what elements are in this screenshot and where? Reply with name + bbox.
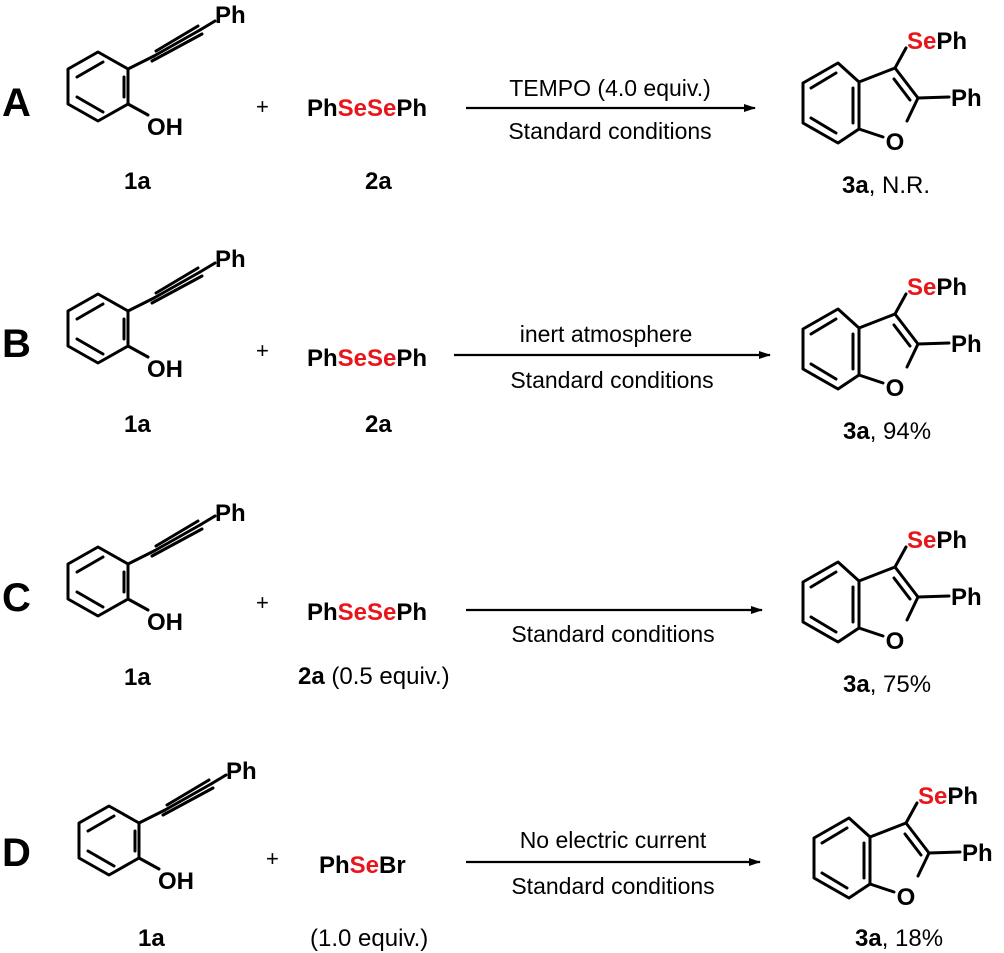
hydroxyl-label: OH [147,609,183,636]
selanyl-group: SePh [918,783,978,810]
panel-label: B [2,322,31,366]
phenyl-label: Ph [951,584,982,611]
phenyl-label: Ph [226,758,257,785]
product-result: 3a, 18% [855,925,943,952]
product-result: 3a, N.R. [842,172,930,199]
product-result: 3a, 94% [843,418,931,445]
oxygen-label: O [886,375,905,402]
hydroxyl-label: OH [147,114,183,141]
condition-above: TEMPO (4.0 equiv.) [509,75,711,101]
product-benzofuran: SePh Ph O [812,783,993,911]
panel-d: D Ph OH 1a + PhSeBr (1.0 equiv.) No elec… [2,758,993,952]
condition-below: Standard conditions [511,873,714,899]
compound-id: 1a [138,925,165,952]
panel-label: D [2,831,31,875]
phenyl-label: Ph [215,500,246,527]
reagent-formula: PhSeSePh [307,345,427,372]
reagent-formula: PhSeSePh [307,599,427,626]
reactant-2-alkynylphenol: Ph OH [66,246,246,383]
selanyl-group: SePh [907,28,967,55]
reagent-note: (1.0 equiv.) [310,925,428,952]
phenyl-label: Ph [215,2,246,29]
condition-below: Standard conditions [510,367,713,393]
condition-above: inert atmosphere [520,321,693,347]
selanyl-group: SePh [907,274,967,301]
plus-sign: + [256,338,269,363]
hydroxyl-label: OH [147,356,183,383]
reagent-id: 2a [365,168,392,195]
compound-id: 1a [124,664,151,691]
oxygen-label: O [886,628,905,655]
panel-label: A [2,81,31,125]
phenyl-label: Ph [215,246,246,273]
compound-id: 1a [124,168,151,195]
product-result: 3a, 75% [843,671,931,698]
panel-c: C Ph OH 1a + PhSeSePh 2a (0.5 equiv.) St… [2,500,982,698]
reactant-2-alkynylphenol: Ph OH [66,2,246,141]
panel-a: A Ph OH 1a + PhSeSePh 2a TEMPO (4.0 equi… [2,2,982,199]
reagent-formula: PhSeSePh [307,95,427,122]
panel-b: B Ph OH 1a + PhSeSePh 2a inert atmospher… [2,246,982,445]
condition-below: Standard conditions [511,621,714,647]
plus-sign: + [266,846,279,871]
phenyl-label: Ph [951,331,982,358]
plus-sign: + [256,590,269,615]
condition-above: No electric current [520,827,707,853]
oxygen-label: O [886,129,905,156]
phenyl-label: Ph [962,840,993,867]
hydroxyl-label: OH [158,868,194,895]
product-benzofuran: SePh Ph O [801,274,982,402]
phenyl-label: Ph [951,85,982,112]
reactant-2-alkynylphenol: Ph OH [66,500,246,636]
reactant-2-alkynylphenol: Ph OH [77,758,257,895]
reagent-formula: PhSeBr [319,852,406,879]
product-benzofuran: SePh Ph O [801,527,982,655]
selanyl-group: SePh [907,527,967,554]
oxygen-label: O [897,884,916,911]
compound-id: 1a [124,411,151,438]
plus-sign: + [256,94,269,119]
reagent-id: 2a (0.5 equiv.) [298,663,450,690]
product-benzofuran: SePh Ph O [801,28,982,156]
panel-label: C [2,576,31,620]
reagent-id: 2a [365,411,392,438]
condition-below: Standard conditions [508,118,711,144]
